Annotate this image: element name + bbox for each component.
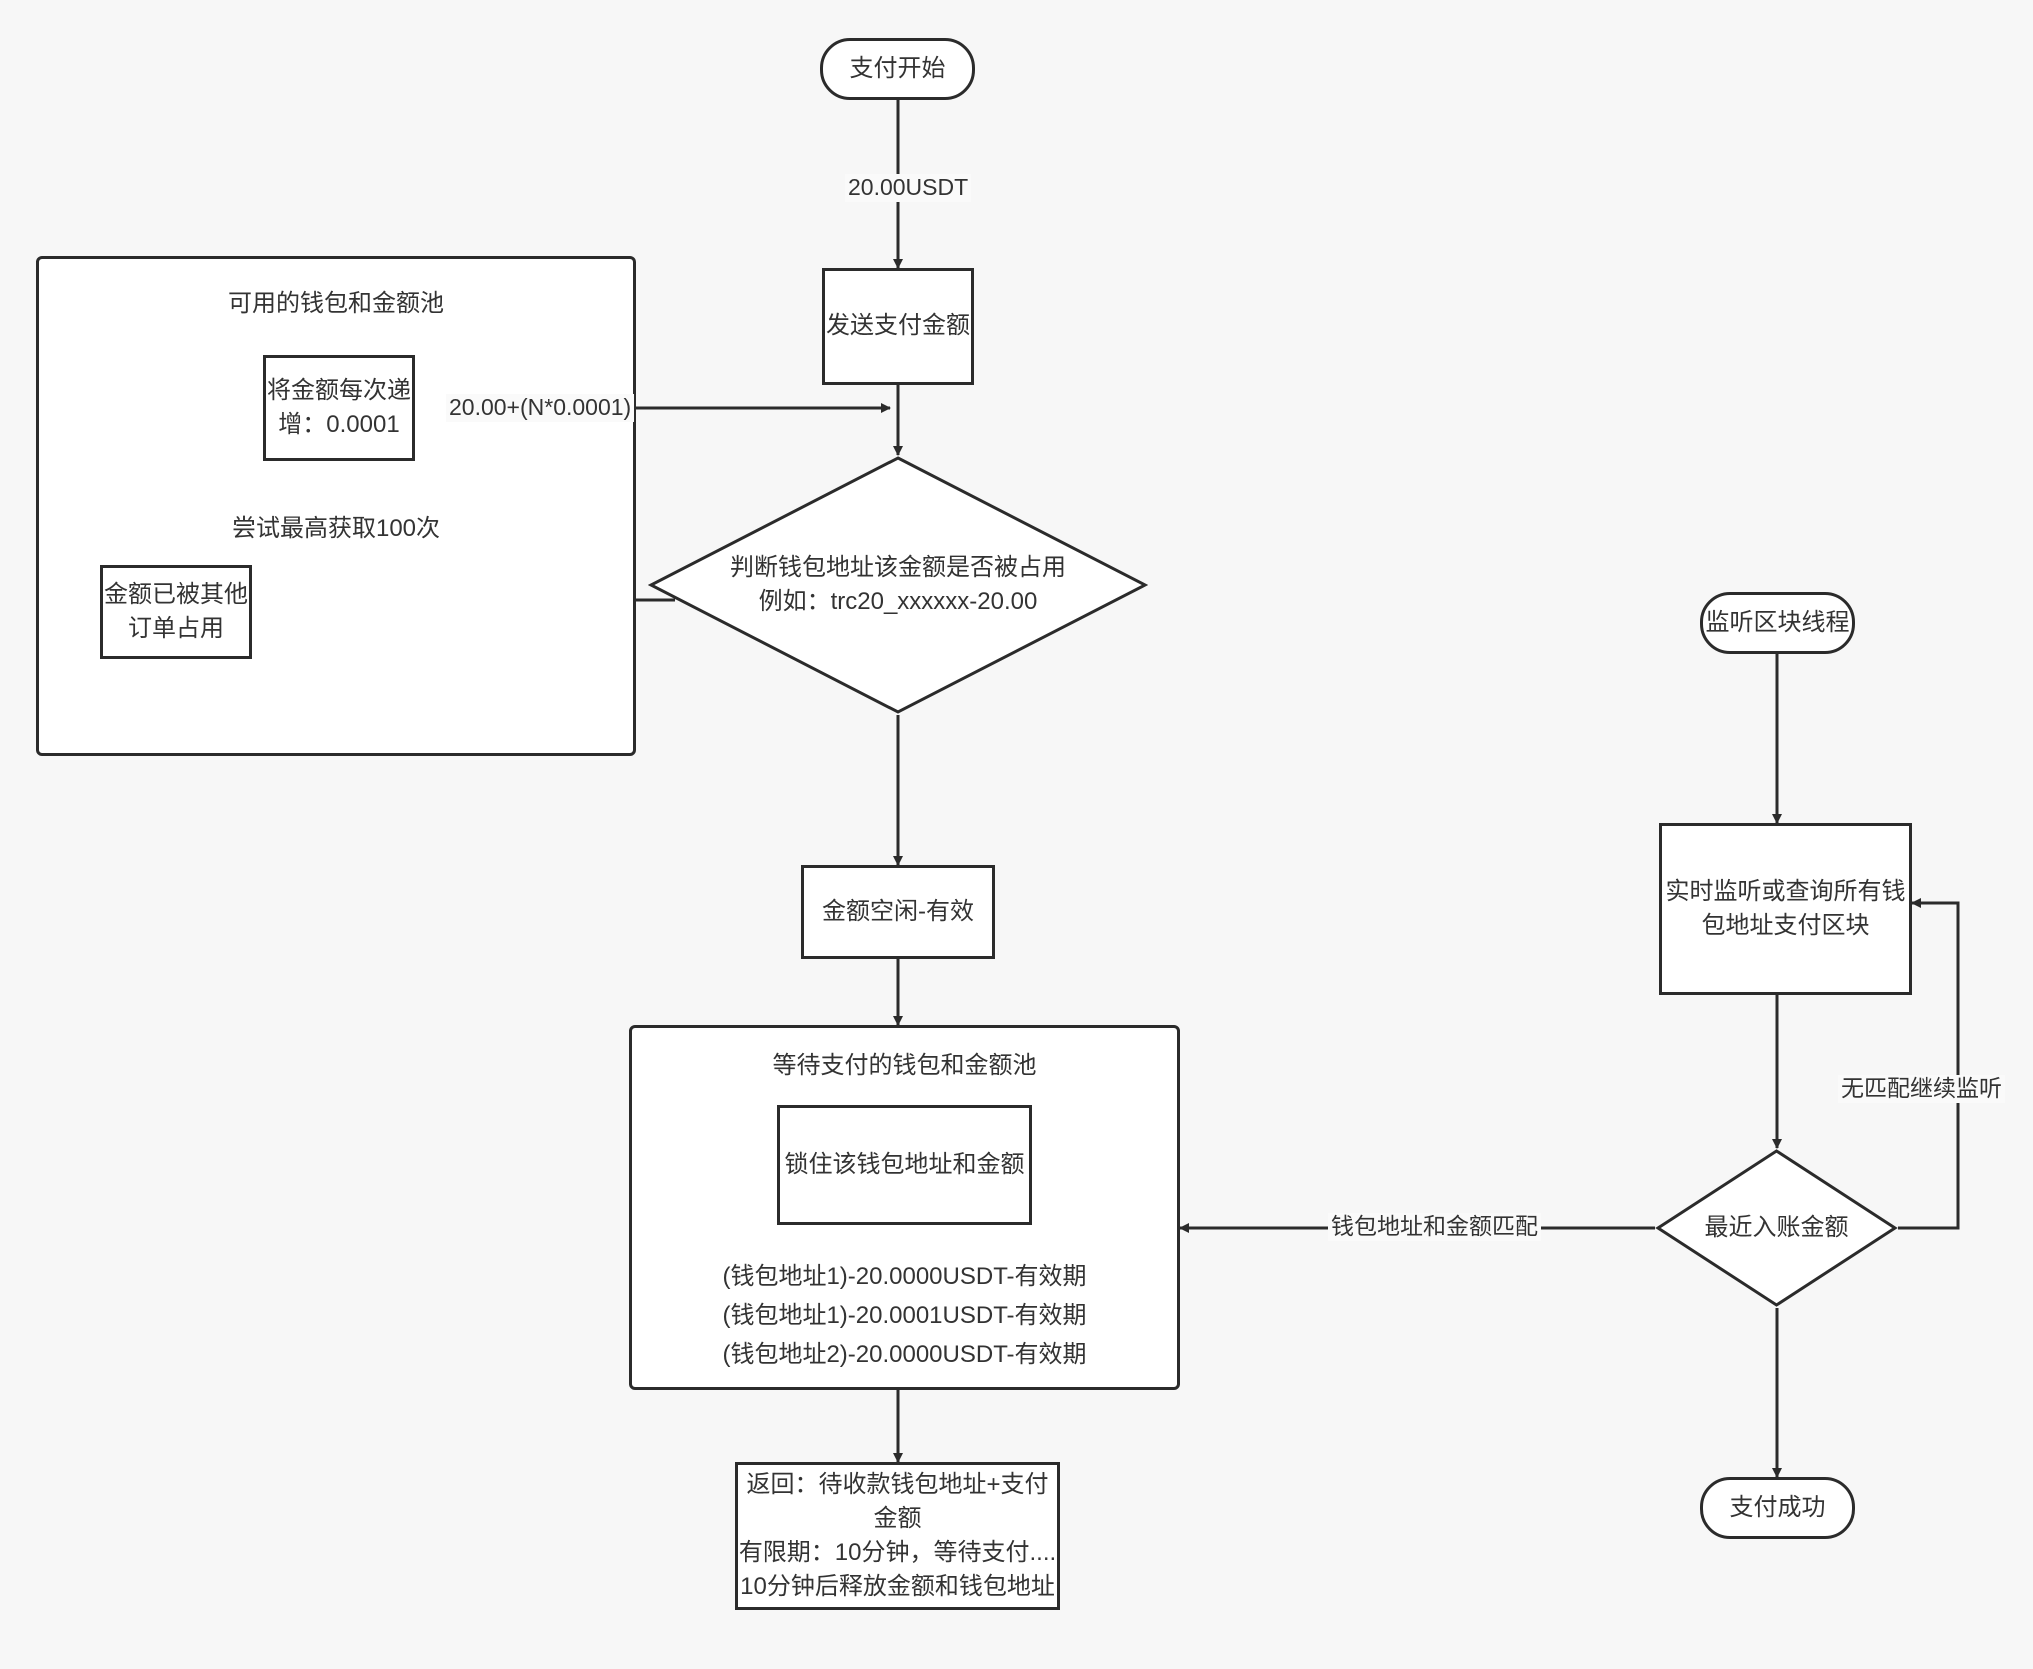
available-pool-container xyxy=(36,256,636,756)
waiting-pool-title: 等待支付的钱包和金额池 xyxy=(772,1052,1037,1079)
waiting-pool-entries: (钱包地址1)-20.0000USDT-有效期 (钱包地址1)-20.0001US… xyxy=(629,1258,1180,1375)
diamond-shape xyxy=(648,456,1148,714)
pool-entry: (钱包地址1)-20.0000USDT-有效期 xyxy=(722,1263,1087,1290)
return-info-box[interactable]: 返回：待收款钱包地址+支付金额 有限期：10分钟，等待支付.... 10分钟后释… xyxy=(735,1462,1060,1610)
diamond-shape xyxy=(1655,1149,1898,1307)
increment-amount-box[interactable]: 将金额每次递 增：0.0001 xyxy=(263,355,415,461)
lock-wallet-amount-box[interactable]: 锁住该钱包地址和金额 xyxy=(777,1105,1032,1225)
edge-label-start-to-send: 20.00USDT xyxy=(845,174,972,202)
send-payment-amount-box[interactable]: 发送支付金额 xyxy=(822,268,974,385)
retry-note: 尝试最高获取100次 xyxy=(231,515,441,542)
monitor-all-wallets-box[interactable]: 实时监听或查询所有钱 包地址支付区块 xyxy=(1659,823,1912,995)
edge-label-increment-formula: 20.00+(N*0.0001) xyxy=(446,394,635,422)
listen-block-thread-node[interactable]: 监听区块线程 xyxy=(1700,592,1855,654)
decision-recent-credit-label: 最近入账金额 xyxy=(1704,1213,1849,1241)
decision-recent-credit[interactable]: 最近入账金额 xyxy=(1655,1148,1898,1308)
payment-success-node[interactable]: 支付成功 xyxy=(1700,1477,1855,1539)
pool-entry: (钱包地址1)-20.0001USDT-有效期 xyxy=(722,1301,1087,1329)
available-pool-title: 可用的钱包和金额池 xyxy=(228,290,444,317)
amount-free-box[interactable]: 金额空闲-有效 xyxy=(801,865,995,959)
decision-amount-occupied[interactable]: 判断钱包地址该金额是否被占用 例如：trc20_xxxxxx-20.00 xyxy=(648,455,1148,715)
decision-amount-occupied-label: 判断钱包地址该金额是否被占用 例如：trc20_xxxxxx-20.00 xyxy=(730,553,1066,615)
edge-label-match-found: 钱包地址和金额匹配 xyxy=(1328,1213,1541,1241)
pool-entry: (钱包地址2)-20.0000USDT-有效期 xyxy=(722,1340,1087,1368)
start-node[interactable]: 支付开始 xyxy=(820,38,975,100)
edge-label-no-match-loop: 无匹配继续监听 xyxy=(1838,1075,2005,1103)
amount-occupied-box[interactable]: 金额已被其他 订单占用 xyxy=(100,565,252,659)
